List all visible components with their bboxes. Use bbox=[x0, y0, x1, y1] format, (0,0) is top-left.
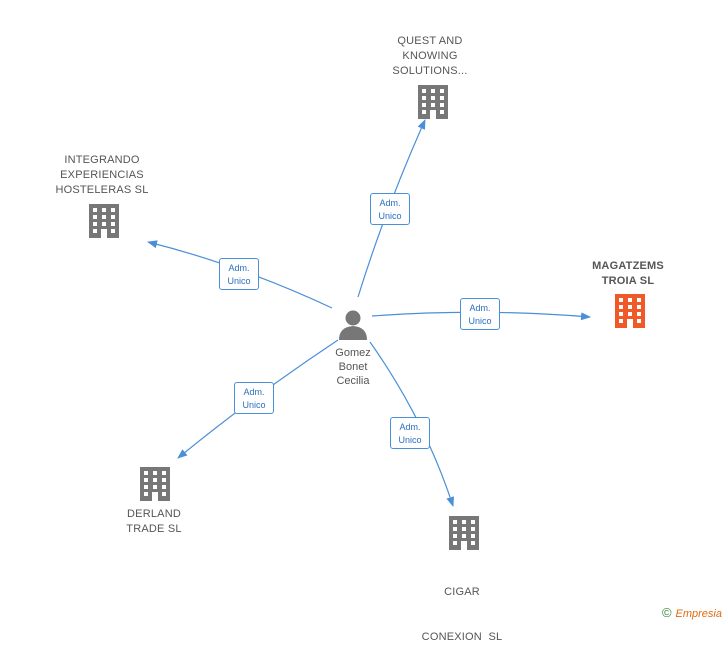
edge-label-cigar: Adm.Unico bbox=[390, 417, 430, 449]
brand-logo: Empresia bbox=[675, 608, 722, 620]
person-icon bbox=[339, 310, 367, 340]
copyright-icon: © bbox=[661, 605, 672, 620]
edges bbox=[147, 119, 591, 507]
building-icon-magatzems bbox=[615, 294, 645, 328]
edge-label-magatzems: Adm.Unico bbox=[460, 298, 500, 330]
building-icon-derland bbox=[140, 467, 170, 501]
company-label-quest[interactable]: QUEST AND KNOWING SOLUTIONS... bbox=[392, 35, 468, 77]
company-label-magatzems[interactable]: MAGATZEMS TROIA SL bbox=[592, 260, 664, 287]
person-label[interactable]: Gomez Bonet Cecilia bbox=[335, 347, 371, 387]
footer-brand: ©Empresia bbox=[662, 605, 722, 620]
building-icon-cigar bbox=[449, 516, 479, 550]
edge-label-integrando: Adm.Unico bbox=[219, 258, 259, 290]
company-label-integrando[interactable]: INTEGRANDO EXPERIENCIAS HOSTELERAS SL bbox=[55, 154, 149, 196]
building-icon-integrando bbox=[89, 204, 119, 238]
building-icon-quest bbox=[418, 85, 448, 119]
company-label-cigar[interactable]: CIGAR CONEXION SL bbox=[421, 586, 503, 643]
edge-label-derland: Adm.Unico bbox=[234, 382, 274, 414]
edge-label-quest: Adm.Unico bbox=[370, 193, 410, 225]
company-label-derland[interactable]: DERLAND TRADE SL bbox=[126, 508, 182, 535]
